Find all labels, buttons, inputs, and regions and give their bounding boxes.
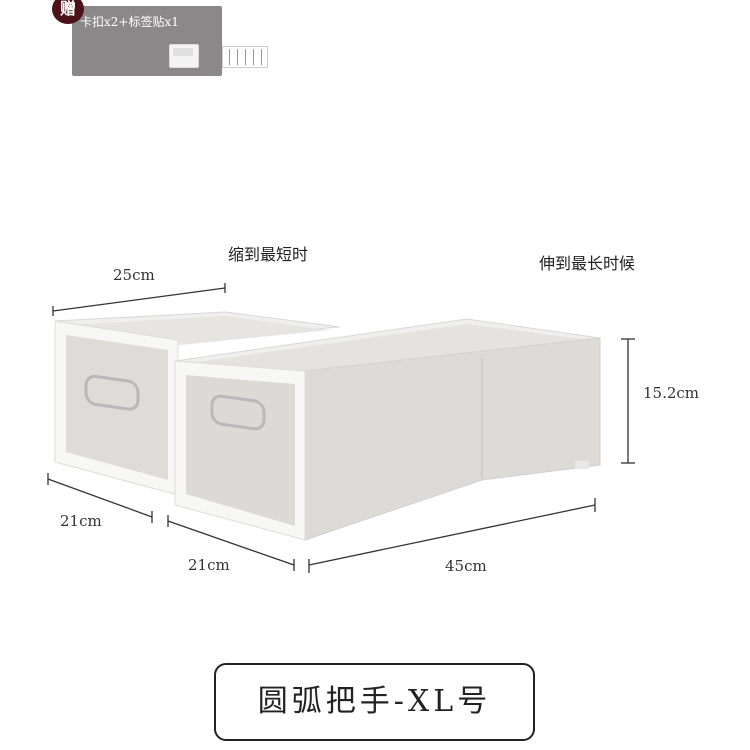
dimension-top-width: 25cm bbox=[113, 266, 155, 284]
extended-box-handle bbox=[210, 394, 266, 431]
dimension-lines bbox=[47, 283, 635, 573]
extended-box bbox=[174, 318, 601, 541]
dimension-left-depth: 21cm bbox=[60, 512, 102, 530]
dimension-front-depth: 21cm bbox=[188, 556, 230, 574]
short-box-handle bbox=[84, 374, 140, 411]
model-label: 圆弧把手-XL号 bbox=[257, 684, 492, 719]
dimension-extended-length: 45cm bbox=[445, 557, 487, 575]
dimension-height: 15.2cm bbox=[643, 384, 700, 402]
caption-shortest: 缩到最短时 bbox=[228, 245, 309, 264]
model-label-frame: 圆弧把手-XL号 bbox=[214, 663, 535, 741]
short-box bbox=[54, 311, 341, 496]
gift-card bbox=[72, 6, 268, 76]
label-sticker-image bbox=[222, 46, 268, 68]
clip-accessory-image bbox=[169, 44, 199, 68]
gift-text: 卡扣x2+标签贴x1 bbox=[80, 15, 179, 29]
gift-badge: 赠 bbox=[52, 0, 84, 24]
caption-longest: 伸到最长时候 bbox=[539, 254, 636, 273]
